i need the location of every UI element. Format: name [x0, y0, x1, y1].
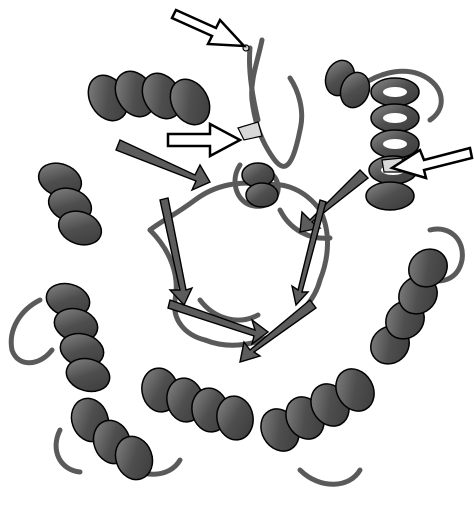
helix-left-lower — [45, 282, 111, 393]
helix-top-right-small — [324, 59, 371, 109]
helix-left-upper — [37, 162, 103, 246]
hollow-arrow-icon — [166, 121, 243, 159]
hollow-arrow-icon — [170, 8, 248, 48]
helix-right-lower — [370, 248, 448, 365]
beta-strands — [115, 139, 370, 364]
helix-bottom-center — [141, 367, 254, 441]
annotation-arrows — [166, 8, 474, 180]
helix-bottom-right — [260, 368, 375, 452]
helix-center-small — [241, 162, 279, 208]
helix-bottom-left — [70, 397, 154, 481]
marked-site-left — [237, 121, 263, 141]
helix-top-left — [87, 70, 211, 126]
hollow-arrow-icon — [389, 146, 474, 180]
alpha-helices — [37, 59, 448, 481]
